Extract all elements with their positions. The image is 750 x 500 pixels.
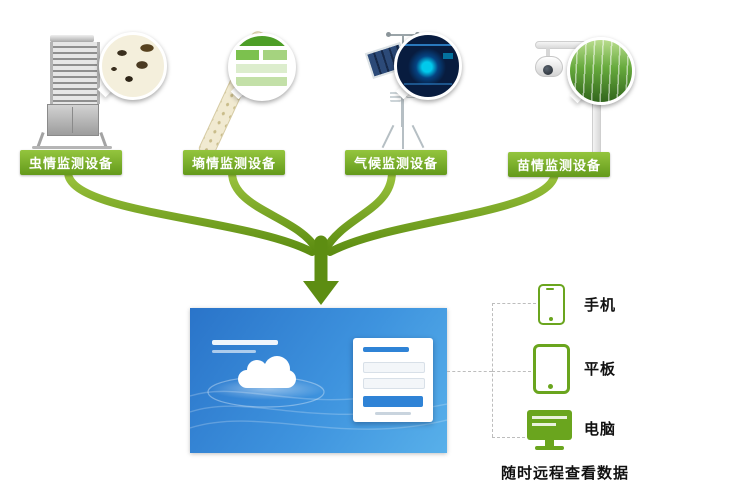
device-label-seedling: 苗情监测设备: [508, 152, 611, 177]
magnifier-dashboard-icon: [228, 33, 296, 101]
device-part: [50, 35, 94, 42]
magnifier-insects-icon: [99, 32, 167, 100]
tablet-icon: [533, 344, 570, 394]
device-part: [390, 90, 401, 103]
login-button: [363, 396, 423, 407]
magnifier-greenhouse-icon: [567, 37, 635, 105]
desktop-icon-stand: [545, 440, 554, 446]
device-part: [411, 124, 425, 149]
endpoint-label-desktop: 电脑: [584, 421, 617, 438]
cloud-icon: [238, 356, 296, 388]
username-field: [363, 362, 425, 373]
platform-subtext: [212, 350, 256, 353]
dashed-link: [492, 371, 531, 372]
dashed-link: [447, 371, 492, 372]
endpoint-label-tablet: 平板: [584, 361, 617, 378]
dashed-link: [492, 303, 536, 304]
login-card: [353, 338, 433, 422]
phone-icon: [538, 284, 565, 325]
device-part: [402, 35, 404, 46]
desktop-icon: [527, 410, 572, 440]
device-part: [50, 42, 100, 104]
platform-screenshot: [190, 308, 447, 453]
device-part: [402, 126, 404, 149]
device-label-soil: 墒情监测设备: [183, 150, 286, 175]
remote-view-caption: 随时远程查看数据: [501, 465, 630, 482]
merge-arrow-icon: [303, 235, 339, 305]
login-title-text: [363, 347, 409, 352]
device-part: [546, 48, 550, 56]
device-label-insect: 虫情监测设备: [20, 150, 123, 175]
desktop-icon-base: [535, 446, 564, 450]
device-part: [32, 146, 112, 149]
platform-headline-text: [212, 340, 278, 345]
magnifier-night-dashboard-icon: [394, 32, 462, 100]
device-part: [381, 124, 395, 149]
device-label-climate: 气候监测设备: [345, 150, 448, 175]
dashed-link: [492, 437, 525, 438]
camera-lens-icon: [543, 65, 553, 75]
device-part: [47, 104, 99, 136]
dashed-link: [492, 303, 493, 437]
password-field: [363, 378, 425, 389]
endpoint-label-phone: 手机: [584, 297, 617, 314]
login-footnote: [375, 412, 411, 415]
